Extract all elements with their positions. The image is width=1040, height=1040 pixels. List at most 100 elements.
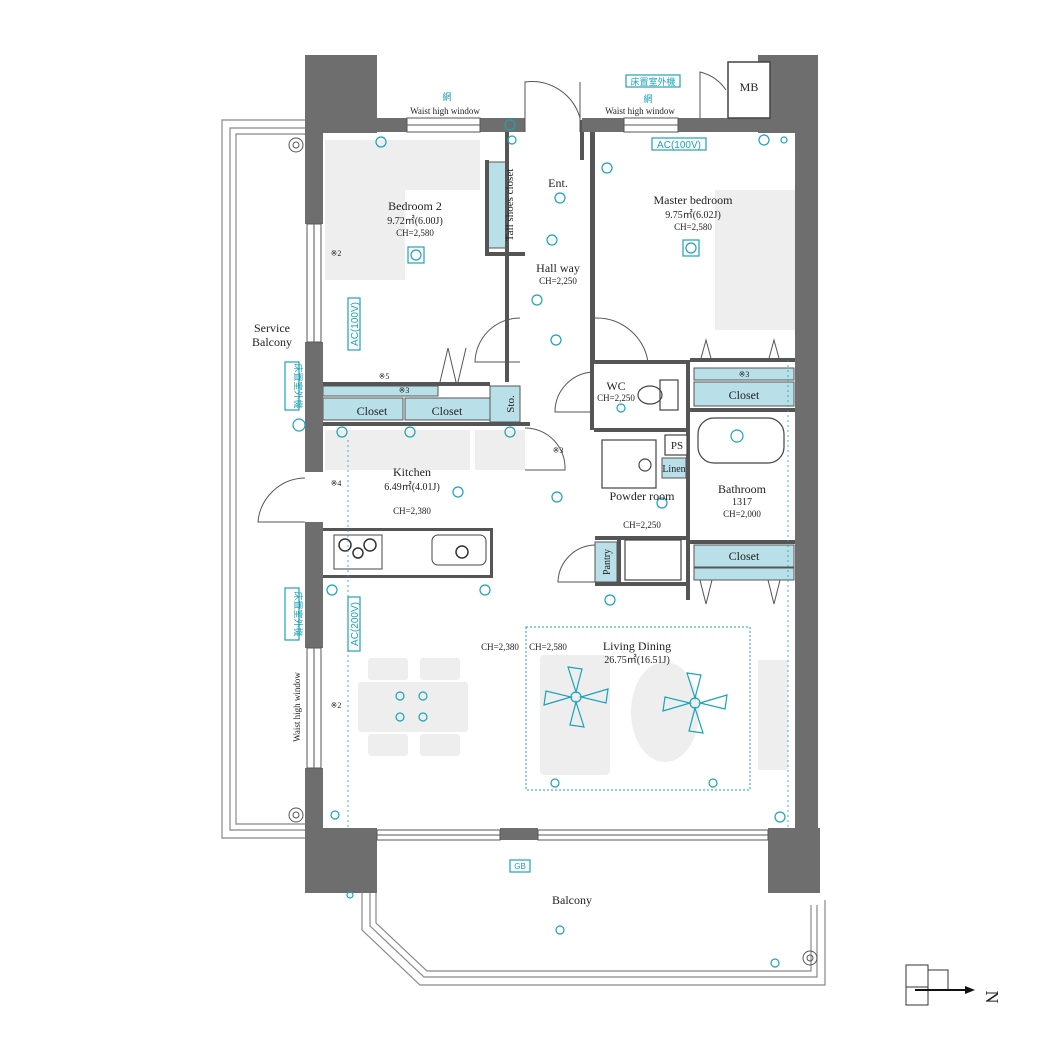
outdoor-unit-2 [284,587,300,641]
wc-name: WC [606,379,625,393]
compass-box-3 [927,969,949,991]
wall-right [795,132,818,828]
master-name: Master bedroom [654,193,734,207]
living-ch-high: CH=2,580 [529,642,567,652]
entrance-name: Ent. [548,176,568,190]
master-bed [715,190,795,330]
compass-arrow-head [965,986,975,994]
hallway-name: Hall way [536,261,580,275]
wall-master-bottom [690,358,795,362]
compass: N [905,964,1002,1006]
coffee-table [631,662,699,762]
ps-box [664,434,688,456]
burner-2 [363,538,377,552]
ac100-top: AC(100V) [657,140,701,151]
light-wc [616,403,626,413]
waist-window-living: Waist high window [292,672,302,742]
linen-label: Linen [662,464,685,475]
powder-name: Powder room [610,489,676,503]
window-labels: Waist high window Waist high window Wais… [292,91,675,742]
wall-top-left-pillar [305,55,377,133]
closet-label-3: Closet [729,388,760,402]
outlet-6 [780,136,788,144]
dining-chair-4 [420,734,460,756]
note-4: ※4 [331,479,342,488]
note-3-master: ※3 [739,370,750,379]
wall-bottom-mid [500,828,538,840]
bathroom-ch: CH=2,000 [723,509,761,519]
living-area: 26.75㎡(16.51J) [604,654,670,666]
burner-1 [338,538,352,552]
service-balcony-rail [221,119,305,839]
fixture-labels: Closet Closet Closet Closet Tall shoes c… [357,80,760,871]
outdoor-unit-1-label: 床置室外機 [293,363,304,408]
mb-label: MB [740,80,759,94]
bath-fixtures [601,379,785,581]
net-mark-2: 網 [643,93,652,104]
bedroom2-desk [405,140,480,190]
powder-ch: CH=2,250 [623,520,661,530]
service-balcony-line1: Service [254,321,290,335]
light-bedroom2 [407,246,425,264]
balconies [221,119,826,986]
wall-ent-right [580,120,584,160]
wall-bottom-right [768,828,820,893]
tv-board [758,660,788,770]
washbasin [601,439,657,489]
wall-powder-top [594,428,686,432]
sensor-2 [601,162,613,174]
light-dining-3 [395,712,405,722]
wall-bottom-left [305,828,377,893]
sensor-1 [375,136,387,148]
toilet [637,385,663,405]
wc-ch: CH=2,250 [597,393,635,403]
kitchen-unit [475,430,525,470]
wall-powder-bottom [595,536,690,540]
outlet-7 [507,135,517,145]
ps-label: PS [671,440,683,452]
door-service-balcony [257,477,306,523]
light-living-2 [708,778,718,788]
pantry-label: Pantry [602,549,613,575]
tall-shoes-closet-label: Tall shoes closet [504,169,516,242]
wall-kitchen-counter-top [323,528,493,531]
compass-label: N [982,991,1002,1004]
wall-top-mid [480,118,525,132]
kitchen-ch: CH=2,380 [393,506,431,516]
bathroom-size: 1317 [732,497,752,508]
wall-kitchen-counter-end [490,528,493,578]
living-ch-low: CH=2,380 [481,642,519,652]
sensor-5 [292,418,306,432]
dining-chair-2 [420,658,460,680]
light-dining-4 [418,712,428,722]
waist-window-master: Waist high window [605,106,675,116]
closet-master-top [693,367,795,381]
wall-left-upper [305,132,323,224]
doors [257,71,781,605]
sink [431,534,487,566]
outdoor-unit-1 [284,361,300,411]
wall-closet-bottom [320,422,530,426]
wall-master-left [590,120,595,360]
wall-shoes-bottom [485,252,525,256]
bathroom-name: Bathroom [718,482,767,496]
gb-label: GB [514,862,526,871]
light-hall-2 [550,334,562,346]
wall-top-right-seg [678,118,728,132]
light-dining-2 [418,691,428,701]
burner-3 [352,547,364,559]
outlet-5 [758,134,770,146]
ac200-box [347,596,361,652]
door-closet-bath [699,579,781,605]
light-bath [730,429,744,443]
bathtub [697,417,785,464]
note-5: ※5 [379,372,390,381]
light-mark-2 [604,594,616,606]
master-ch: CH=2,580 [674,222,712,232]
door-closet-bed2 [439,347,467,383]
dining-chair-3 [368,734,408,756]
outlet-9 [770,958,780,968]
note-3-hall: ※3 [553,446,564,455]
wall-wc-right [686,360,690,600]
